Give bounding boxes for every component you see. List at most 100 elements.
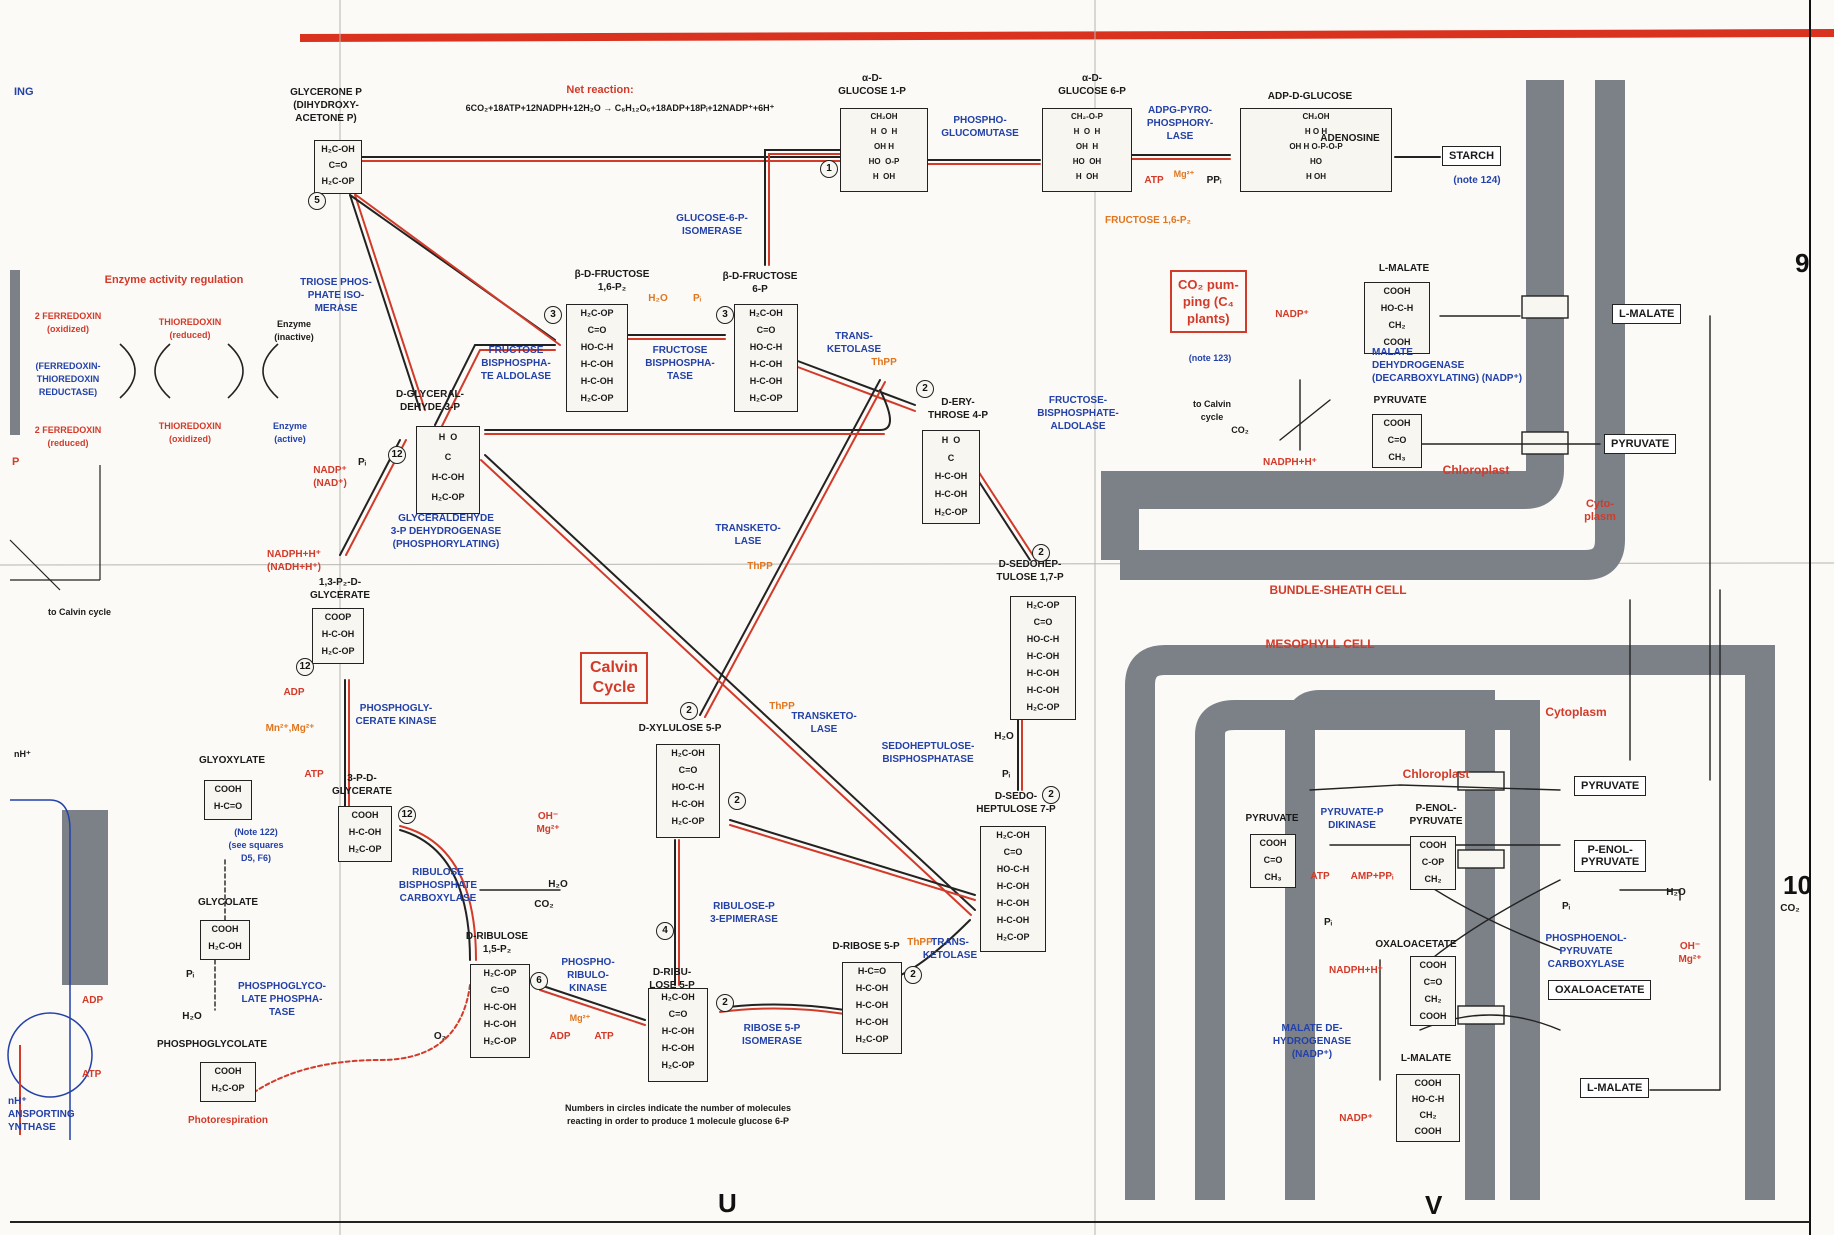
mg-cofactor: Mg²⁺ [1173, 169, 1195, 179]
thpp-2: ThPP [747, 561, 773, 572]
thioredoxin-oxidized: THIOREDOXIN (oxidized) [158, 421, 222, 444]
ferredoxin-oxidized: 2 FERREDOXIN (oxidized) [34, 311, 102, 334]
edge-atp-synthase: nH⁺ ANSPORTING YNTHASE [8, 1096, 75, 1133]
ribulose-p-epimerase: RIBULOSE-P 3-EPIMERASE [710, 901, 778, 925]
transketolase-3: TRANSKETO- LASE [791, 711, 857, 735]
pyruvate-box: PYRUVATE [1604, 434, 1677, 454]
s7p-structure: H₂C-OH C=O HO-C-H H-C-OH H-C-OH H-C-OH H… [980, 826, 1046, 952]
co2-rubisco: CO₂ [534, 899, 554, 910]
glycolate-structure: COOH H₂C-OH [200, 920, 250, 960]
pi-phosphatase: Pᵢ [185, 969, 195, 980]
malate-structure-2: COOH HO-C-H CH₂ COOH [1396, 1074, 1460, 1142]
nadph-c4: NADPH+H⁺ [1263, 457, 1317, 468]
nadp-mdh: NADP⁺ [1339, 1113, 1373, 1124]
h2o-sbpase: H₂O [994, 731, 1014, 742]
net-reaction-title: Net reaction: [566, 84, 634, 96]
stoich-circle: 4 [656, 922, 674, 940]
to-calvin-cycle: to Calvin cycle [1192, 399, 1232, 422]
atp-prk: ATP [594, 1031, 614, 1042]
fructose-bisphosphate-aldolase-2: FRUCTOSE- BISPHOSPHATE- ALDOLASE [1037, 395, 1119, 432]
note-122: (Note 122) (see squares D5, F6) [228, 827, 284, 863]
calvin-cycle-label: Calvin Cycle [580, 652, 649, 704]
glycolate-label: GLYCOLATE [197, 897, 259, 908]
stoich-circle: 2 [728, 792, 746, 810]
stoich-circle: 2 [716, 994, 734, 1012]
footnote: Numbers in circles indicate the number o… [564, 1103, 792, 1126]
enzyme-active: Enzyme (active) [272, 421, 308, 444]
o2-rubisco: O₂ [433, 1031, 447, 1042]
transketolase-4: TRANS- KETOLASE [922, 937, 978, 961]
pyruvate-label: PYRUVATE [1373, 395, 1427, 406]
mg-prk: Mg²⁺ [569, 1013, 591, 1023]
adp-glucose-label: ADP-D-GLUCOSE [1267, 91, 1353, 102]
note-123: (note 123) [1188, 353, 1232, 363]
e4p-structure: H O C H-C-OH H-C-OH H₂C-OP [922, 430, 980, 524]
mn-mg-pgk: Mn²⁺,Mg²⁺ [265, 723, 315, 734]
phosphoglucomutase: PHOSPHO- GLUCOMUTASE [941, 115, 1019, 139]
h2o-pepc: H₂O [1666, 887, 1686, 898]
oh-mg-rubisco: OH⁻ Mg²⁺ [536, 811, 560, 835]
top-red-stripe [299, 29, 1834, 42]
adenosine-label: ADENOSINE [1320, 133, 1380, 144]
adp-pgk: ADP [283, 687, 305, 698]
net-reaction-equation: 6CO₂+18ATP+12NADPH+12H₂O → C₆H₁₂O₆+18ADP… [465, 103, 775, 113]
l-malate-box-2: L-MALATE [1580, 1078, 1650, 1098]
atp-pgk: ATP [304, 769, 324, 780]
pi-sbpase: Pᵢ [1001, 769, 1011, 780]
phosphoglycerate-label: 3-P-D- GLYCERATE [331, 773, 393, 797]
h2o-phosphatase: H₂O [182, 1011, 202, 1022]
sbp-structure: H₂C-OP C=O HO-C-H H-C-OH H-C-OH H-C-OH H… [1010, 596, 1076, 720]
oh-mg-pepc: OH⁻ Mg²⁺ [1678, 941, 1702, 965]
mesophyll-label: MESOPHYLL CELL [1265, 637, 1375, 651]
chloroplast-label: Chloroplast [1442, 463, 1510, 477]
pi-pepc: Pᵢ [1561, 901, 1571, 912]
co2-release: CO₂ [1231, 425, 1249, 435]
stoich-circle: 3 [716, 306, 734, 324]
cytoplasm-label-2: Cytoplasm [1545, 705, 1607, 719]
column-v-label: V [1425, 1190, 1443, 1220]
co2-pumping-box: CO₂ pum- ping (C₄ plants) [1170, 270, 1247, 333]
erythrose-label: D-ERY- THROSE 4-P [927, 397, 989, 421]
r5p-structure: H-C=O H-C-OH H-C-OH H-C-OH H₂C-OP [842, 962, 902, 1054]
f6p-structure: H₂C-OH C=O HO-C-H H-C-OH H-C-OH H₂C-OP [734, 304, 798, 412]
co2-pepc: CO₂ [1780, 903, 1800, 914]
dhap-structure: H₂C-OH C=O H₂C-OP [314, 140, 362, 194]
edge-label-ing: ING [14, 86, 34, 98]
pyruvate-structure: COOH C=O CH₃ [1372, 414, 1422, 468]
edge-nh-top: nH⁺ [14, 749, 31, 759]
nadph-mdh: NADPH+H⁺ [1329, 965, 1383, 976]
stoich-circle: 6 [530, 972, 548, 990]
g1p-structure: CH₂OH H O H OH H HO O-P H OH [840, 108, 928, 192]
stoich-circle: 12 [296, 658, 314, 676]
phosphoglycolate-label: PHOSPHOGLYCOLATE [156, 1039, 268, 1050]
adpg-structure: CH₂OH H O H OH H O-P-O-P HO H OH [1240, 108, 1392, 192]
pyruvate-label-2: PYRUVATE [1245, 813, 1299, 824]
stoich-circle: 2 [916, 380, 934, 398]
nadph-gapdh: NADPH+H⁺ (NADH+H⁺) [267, 549, 321, 573]
ferredoxin-reductase: (FERREDOXIN- THIOREDOXIN REDUCTASE) [35, 361, 101, 397]
fbp-structure: H₂C-OP C=O HO-C-H H-C-OH H-C-OH H₂C-OP [566, 304, 628, 412]
stoich-circle: 12 [398, 806, 416, 824]
xylulose-label: D-XYLULOSE 5-P [638, 723, 722, 734]
pi-gapdh: Pᵢ [357, 457, 367, 468]
oaa-box: OXALOACETATE [1548, 980, 1652, 1000]
stoich-circle: 2 [1042, 786, 1060, 804]
bpg-structure: COOP H-C-OH H₂C-OP [312, 608, 364, 664]
glucose-6p-label: α-D- GLUCOSE 6-P [1058, 73, 1126, 97]
ru5p-structure: H₂C-OH C=O H-C-OH H-C-OH H₂C-OP [648, 988, 708, 1082]
pep-structure: COOH C-OP CH₂ [1410, 836, 1456, 890]
glucose-6p-isomerase: GLUCOSE-6-P- ISOMERASE [676, 213, 748, 237]
g6p-structure: CH₂-O-P H O H OH H HO OH H OH [1042, 108, 1132, 192]
transketolase-1: TRANS- KETOLASE [826, 331, 882, 355]
h2o-fbpase: H₂O [648, 293, 668, 304]
ribulose-bp-label: D-RIBULOSE 1,5-P₂ [465, 931, 529, 955]
stoich-circle: 5 [308, 192, 326, 210]
pi-fbpase: Pᵢ [692, 293, 702, 304]
bundle-sheath-label: BUNDLE-SHEATH CELL [1269, 583, 1407, 597]
pepc-enzyme: PHOSPHOENOL- PYRUVATE CARBOXYLASE [1545, 933, 1627, 970]
ribose-5p-label: D-RIBOSE 5-P [832, 941, 900, 952]
regulation-arrows [119, 343, 279, 399]
adpg-pyrophosphorylase: ADPG-PYRO- PHOSPHORY- LASE [1146, 105, 1214, 142]
enzyme-inactive: Enzyme (inactive) [274, 319, 314, 342]
